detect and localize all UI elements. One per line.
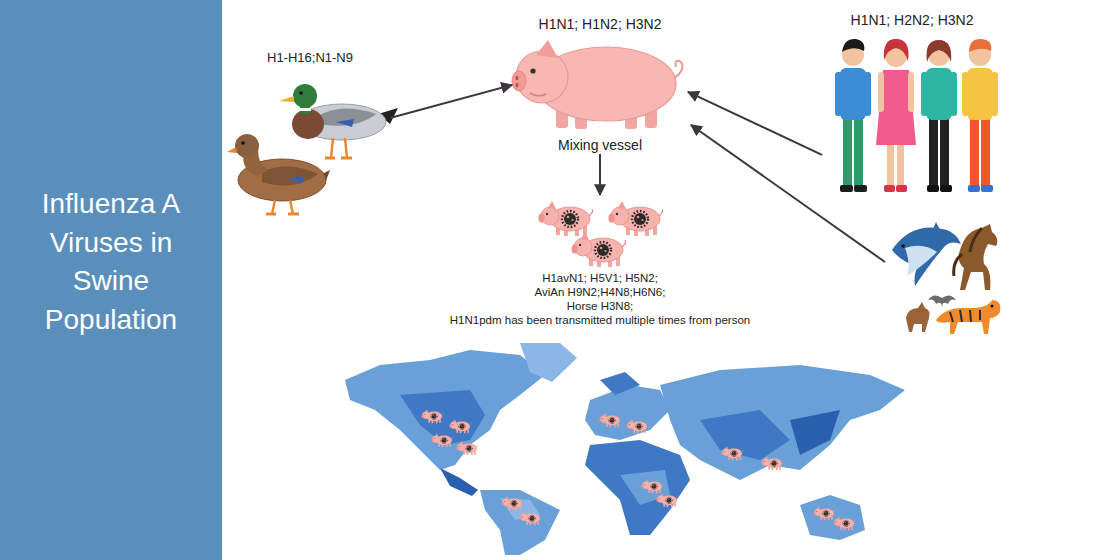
world-map (345, 343, 905, 555)
people (835, 39, 998, 192)
animal-arrow (691, 125, 885, 262)
mixing-vessel-pig: H1N1; H1N2; H3N2Mixing vessel (512, 16, 688, 154)
infected-pigs (539, 201, 663, 267)
strain-label: H1N1; H1N2; H3N2 (539, 16, 662, 33)
strain-label: H1N1; H2N2; H3N2 (851, 12, 974, 29)
pig (512, 40, 682, 129)
strain-label: H1N1pdm has been transmitted multiple ti… (450, 313, 750, 327)
strain-label: Mixing vessel (558, 137, 642, 154)
duck-group: H1-H16;N1-N9 (230, 50, 390, 220)
human-group: H1N1; H2N2; H3N2 (822, 12, 1002, 200)
animals (892, 222, 1000, 334)
strain-label: AviAn H9N2;H4N8;H6N6; (535, 285, 666, 299)
infected-pig-group: H1avN1; H5V1; H5N2;AviAn H9N2;H4N8;H6N6;… (410, 195, 790, 335)
strain-label: Horse H3N8; (567, 299, 633, 313)
strain-label: H1-H16;N1-N9 (267, 50, 353, 66)
transmission-arrow (390, 85, 512, 118)
transmission-arrow (599, 154, 601, 195)
transmission-arrow (688, 92, 822, 155)
diagram-title: Influenza A Viruses in Swine Population (21, 185, 201, 340)
ducks (227, 84, 398, 214)
strain-label: H1avN1; H5V1; H5N2; (542, 271, 658, 285)
